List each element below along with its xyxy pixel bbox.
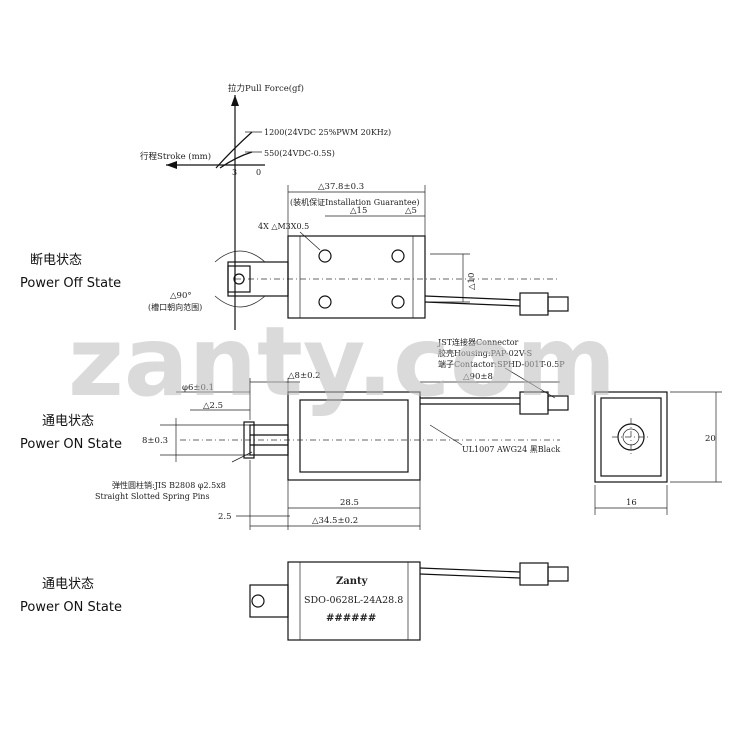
- force-curve-1200: [215, 131, 253, 169]
- connector-latch-off: [547, 296, 569, 312]
- dim-2-5-top-label: △2.5: [203, 401, 223, 411]
- mount-hole-4: [391, 295, 405, 309]
- model-label: SDO-0628L-24A28.8: [304, 595, 403, 606]
- end-view-body: [594, 391, 668, 483]
- coil-on: [299, 399, 409, 473]
- connector-latch-labeled: [547, 566, 569, 582]
- dim-15-label: △15: [350, 206, 367, 216]
- power-off-view: △37.8±0.3 (装机保证Installation Guarantee) △…: [148, 182, 569, 319]
- connector-labeled: [519, 562, 549, 586]
- connector-leader: [504, 367, 556, 399]
- contactor-label: 端子Contactor:SPHD-001T-0.5P: [438, 359, 565, 369]
- dim-8-label: △8±0.2: [288, 371, 321, 381]
- wire-leader: [429, 424, 463, 446]
- connector-latch-on: [547, 395, 569, 411]
- angle-arc-bottom: [214, 295, 266, 308]
- wire-off-2: [424, 301, 521, 307]
- force-1200-label: 1200(24VDC 25%PWM 20KHz): [264, 128, 391, 137]
- brand-label: Zanty: [336, 576, 369, 587]
- stroke-tick-3: 3: [232, 168, 237, 177]
- dim-8-side-label: 8±0.3: [142, 436, 168, 446]
- on-state-zh-2: 通电状态: [42, 577, 94, 592]
- mount-hole-3: [318, 295, 332, 309]
- dim-16-label: 16: [626, 498, 637, 508]
- force-curve-550: [219, 151, 253, 169]
- dim-34-5-label: △34.5±0.2: [312, 516, 358, 526]
- off-state-zh: 断电状态: [30, 253, 82, 268]
- dim-90-label: △90±8: [463, 372, 493, 382]
- stroke-axis-arrow: [166, 161, 177, 169]
- force-axis-arrow: [231, 95, 239, 106]
- screw-holes-label: 4X △M3X0.5: [258, 222, 309, 231]
- plunger-labeled: [249, 584, 289, 618]
- off-state-en: Power Off State: [20, 276, 121, 291]
- slot-range-label: (槽口朝向范围): [148, 302, 202, 312]
- jst-connector-label: JST连接器Connector: [437, 337, 519, 347]
- wire-labeled-1: [419, 567, 521, 573]
- dim-5-label: △5: [405, 206, 417, 216]
- dim-37-8-label: △37.8±0.3: [318, 182, 364, 192]
- end-view: 20 16: [594, 391, 722, 515]
- angle-90-label: △90°: [170, 291, 192, 301]
- watermark: zanty.com: [68, 306, 616, 418]
- on-state-en-2: Power ON State: [20, 600, 122, 615]
- power-on-side-view: JST连接器Connector 胶壳Housing:PAP-02V-S 端子Co…: [95, 337, 569, 530]
- dim-2-5-bottom-label: 2.5: [218, 512, 232, 522]
- on-state-en-1: Power ON State: [20, 437, 122, 452]
- wire-label: UL1007 AWG24 黑Black: [462, 445, 560, 454]
- plunger-head-off: [227, 265, 251, 293]
- force-550-label: 550(24VDC-0.5S): [264, 149, 335, 158]
- dim-28-5-label: 28.5: [340, 498, 359, 508]
- stroke-tick-0: 0: [256, 168, 261, 177]
- on-state-zh-1: 通电状态: [42, 414, 94, 429]
- install-guarantee-label: (装机保证Installation Guarantee): [290, 197, 420, 207]
- wire-off-1: [424, 295, 521, 301]
- force-stroke-graph: 拉力Pull Force(gf) 行程Stroke (mm) 1200(24VD…: [140, 83, 391, 330]
- pin-en-label: Straight Slotted Spring Pins: [95, 492, 210, 501]
- screw-leader: [299, 231, 321, 251]
- plunger-labeled-hole: [251, 594, 265, 608]
- end-view-inner: [600, 397, 662, 477]
- dim-10-label: △10: [467, 273, 477, 290]
- plunger-pin-hole: [233, 273, 245, 285]
- pin-zh-label: 弹性圆柱销:JIS B2808 φ2.5x8: [112, 480, 226, 490]
- code-label: ######: [326, 613, 376, 624]
- pull-force-axis-label: 拉力Pull Force(gf): [228, 83, 304, 94]
- power-on-labeled-view: Zanty SDO-0628L-24A28.8 ######: [249, 561, 569, 641]
- dim-6-label: φ6±0.1: [182, 383, 214, 393]
- plunger-on: [249, 424, 289, 456]
- wire-labeled-2: [419, 573, 521, 579]
- angle-arc-top: [214, 250, 266, 263]
- dim-20-label: 20: [705, 434, 716, 444]
- stroke-axis-label: 行程Stroke (mm): [140, 151, 211, 162]
- pin-leader: [231, 451, 253, 463]
- mount-hole-1: [318, 249, 332, 263]
- mount-hole-2: [391, 249, 405, 263]
- plunger-head-on: [243, 421, 255, 459]
- housing-label: 胶壳Housing:PAP-02V-S: [438, 348, 532, 358]
